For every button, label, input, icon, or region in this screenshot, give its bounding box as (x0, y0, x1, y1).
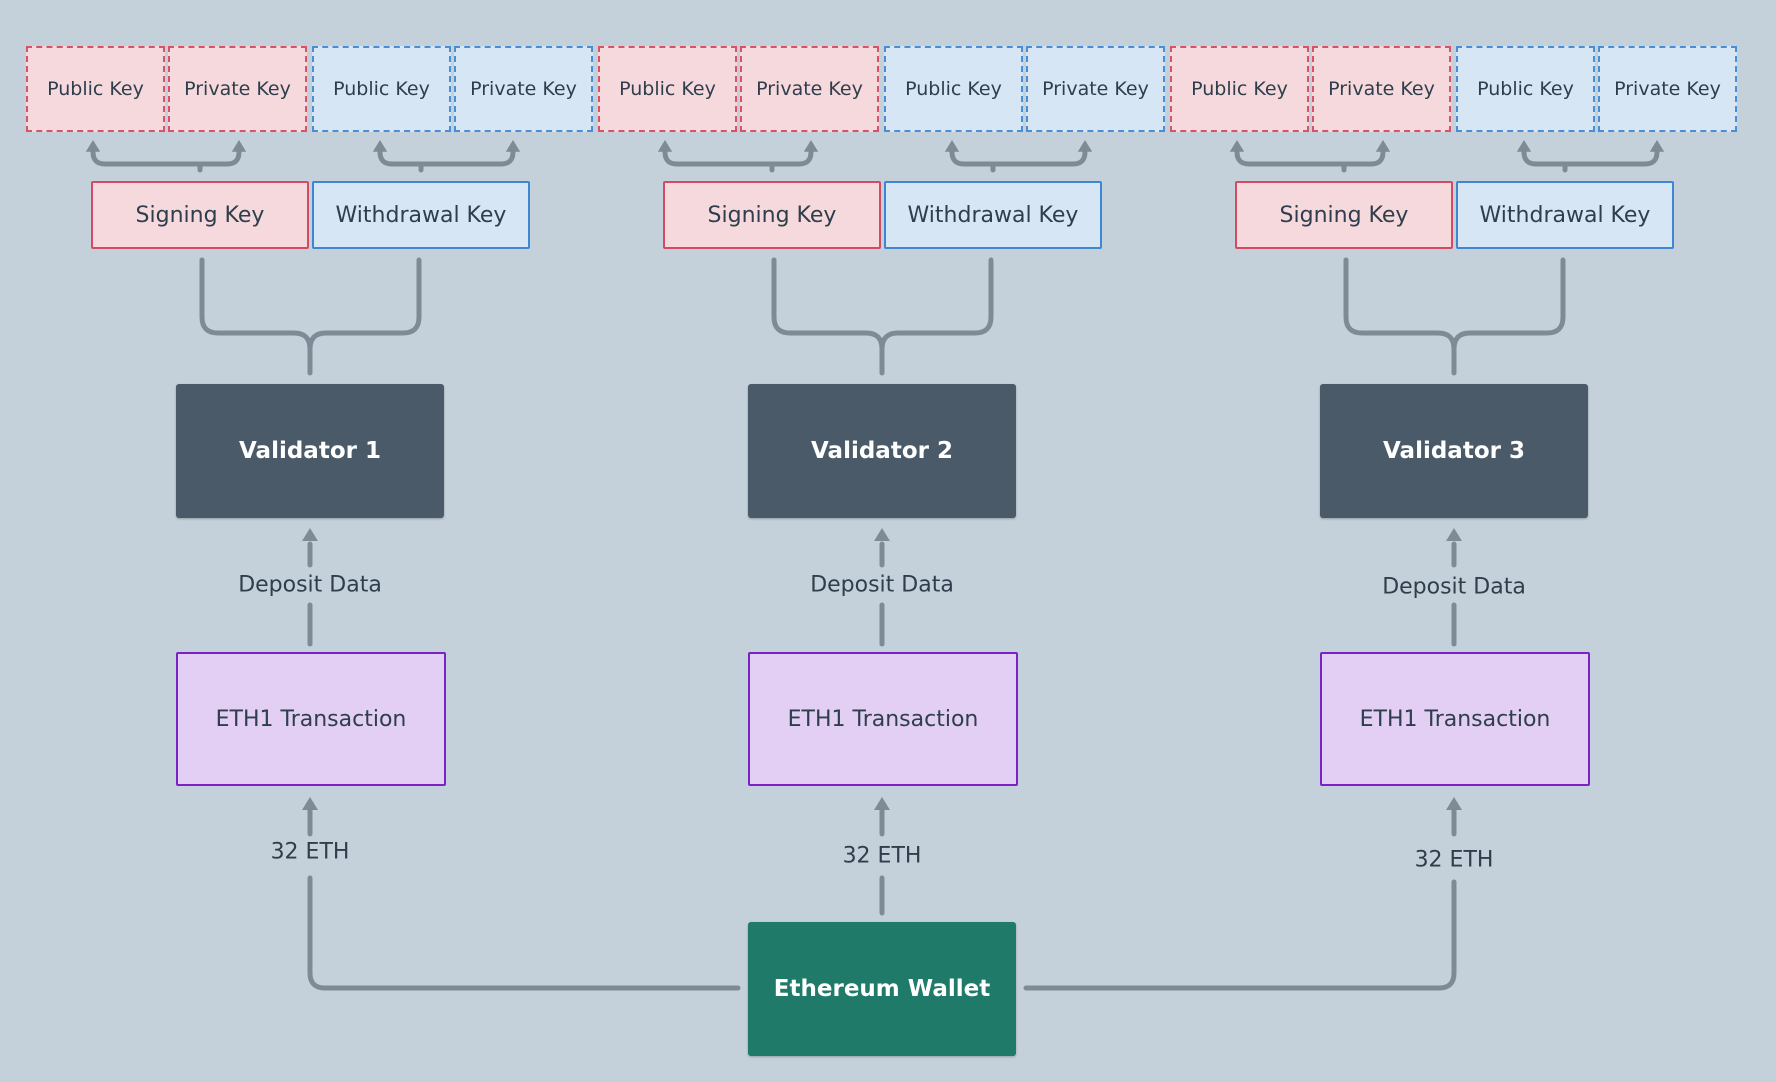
eth1-transaction-3: ETH1 Transaction (1320, 652, 1590, 786)
signing-private-key-1: Private Key (168, 46, 307, 132)
amount-arrow-1 (302, 797, 318, 810)
withdrawal-key-1: Withdrawal Key (312, 181, 530, 249)
amount-label-1: 32 ETH (266, 839, 354, 865)
amount-arrow-2 (874, 797, 890, 810)
signing-public-key-2: Public Key (598, 46, 737, 132)
amount-label-2: 32 ETH (838, 843, 926, 869)
wallet-to-tx1-connector (307, 875, 741, 991)
keypair-arrow-2 (1077, 140, 1093, 152)
amount-label-3: 32 ETH (1410, 847, 1498, 873)
keypair-arrow-2 (803, 140, 819, 152)
withdrawal-keypair-connector-1 (377, 149, 516, 173)
eth1-transaction-2: ETH1 Transaction (748, 652, 1018, 786)
signing-keypair-connector-1 (90, 149, 242, 173)
signing-keypair-connector-2 (662, 149, 814, 173)
withdrawal-keypair-connector-3 (1521, 149, 1660, 173)
keys-to-validator-connector-2 (771, 257, 994, 376)
signing-key-2: Signing Key (663, 181, 881, 249)
signing-private-key-2: Private Key (740, 46, 879, 132)
deposit-data-label-2: Deposit Data (806, 572, 958, 598)
keys-to-validator-connector-1 (199, 257, 422, 376)
keypair-arrow-3 (1649, 140, 1665, 152)
signing-public-key-3: Public Key (1170, 46, 1309, 132)
withdrawal-key-2: Withdrawal Key (884, 181, 1102, 249)
signing-keypair-connector-3 (1234, 149, 1386, 173)
keypair-arrow-1 (505, 140, 521, 152)
deposit-arrow-3 (1446, 528, 1462, 541)
deposit-data-label-1: Deposit Data (234, 572, 386, 598)
withdrawal-private-key-3: Private Key (1598, 46, 1737, 132)
withdrawal-public-key-1: Public Key (312, 46, 451, 132)
validator-3: Validator 3 (1320, 384, 1588, 518)
withdrawal-private-key-2: Private Key (1026, 46, 1165, 132)
keypair-arrow-3 (1229, 140, 1245, 152)
withdrawal-public-key-3: Public Key (1456, 46, 1595, 132)
signing-private-key-3: Private Key (1312, 46, 1451, 132)
signing-key-3: Signing Key (1235, 181, 1453, 249)
withdrawal-key-3: Withdrawal Key (1456, 181, 1674, 249)
withdrawal-public-key-2: Public Key (884, 46, 1023, 132)
ethereum-wallet: Ethereum Wallet (748, 922, 1016, 1056)
deposit-arrow-2 (874, 528, 890, 541)
keypair-arrow-3 (1375, 140, 1391, 152)
amount-arrow-3 (1446, 797, 1462, 810)
keypair-arrow-1 (231, 140, 247, 152)
keypair-arrow-1 (85, 140, 101, 152)
withdrawal-keypair-connector-2 (949, 149, 1088, 173)
keypair-arrow-1 (372, 140, 388, 152)
withdrawal-private-key-1: Private Key (454, 46, 593, 132)
keypair-arrow-3 (1516, 140, 1532, 152)
deposit-data-label-3: Deposit Data (1378, 574, 1530, 600)
signing-public-key-1: Public Key (26, 46, 165, 132)
eth1-transaction-1: ETH1 Transaction (176, 652, 446, 786)
validator-1: Validator 1 (176, 384, 444, 518)
signing-key-1: Signing Key (91, 181, 309, 249)
validator-2: Validator 2 (748, 384, 1016, 518)
wallet-to-tx3-connector (1023, 879, 1457, 991)
deposit-arrow-1 (302, 528, 318, 541)
keypair-arrow-2 (657, 140, 673, 152)
keypair-arrow-2 (944, 140, 960, 152)
keys-to-validator-connector-3 (1343, 257, 1566, 376)
